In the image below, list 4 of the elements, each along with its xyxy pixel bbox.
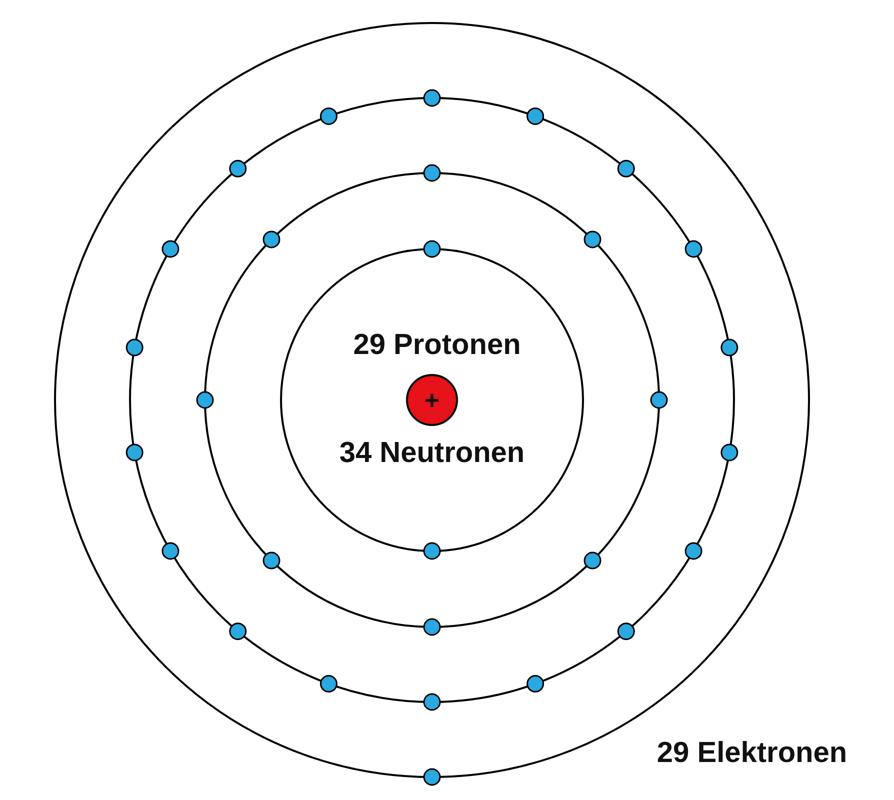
plus-sign: + xyxy=(424,387,440,413)
text-label: 34 Neutronen xyxy=(339,438,525,468)
text-label: 29 Elektronen xyxy=(656,738,848,768)
text-label: 29 Protonen xyxy=(353,330,521,360)
